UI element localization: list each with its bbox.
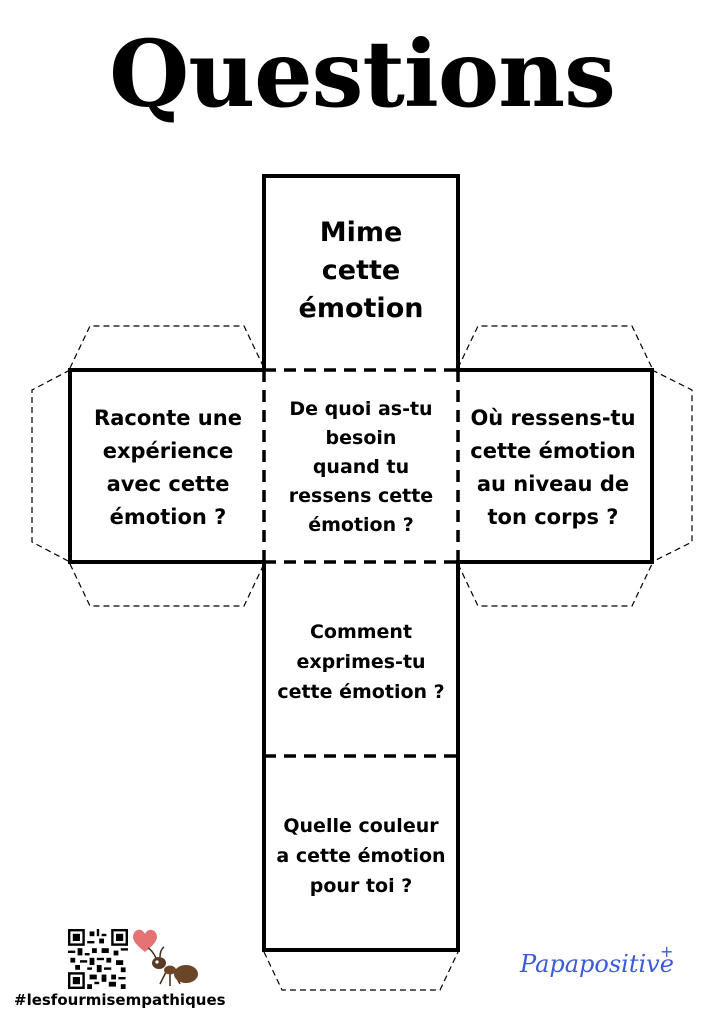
brand-plus-mark: +: [660, 942, 674, 961]
tab-bottom: [263, 951, 459, 991]
ant-icon: [147, 946, 198, 986]
tab-right-bottom: [457, 563, 653, 607]
face-bottom-text: Quelle couleur a cette émotion pour toi …: [276, 815, 446, 897]
tab-left-bottom: [69, 563, 265, 607]
tab-right-outer: [651, 369, 693, 563]
glue-tabs: [31, 325, 693, 991]
fold-lines: [262, 368, 460, 758]
tab-right-top: [457, 325, 653, 369]
face-left-text: Raconte une expérience avec cette émotio…: [94, 406, 242, 529]
heart-icon: [133, 929, 157, 952]
face-middle-text: Comment exprimes-tu cette émotion ?: [277, 621, 445, 703]
face-top-text: Mime cette émotion: [298, 217, 424, 324]
tab-left-outer: [31, 369, 71, 563]
tab-left-top: [69, 325, 265, 369]
hashtag-label: #lesfourmisempathiques: [14, 991, 226, 1009]
face-center-text: De quoi as-tu besoin quand tu ressens ce…: [288, 397, 434, 536]
qr-code-icon: [68, 929, 128, 989]
page-title: Questions: [109, 20, 616, 128]
face-right-text: Où ressens-tu cette émotion au niveau de…: [470, 406, 636, 529]
brand-logo: Papapositive: [520, 950, 674, 978]
